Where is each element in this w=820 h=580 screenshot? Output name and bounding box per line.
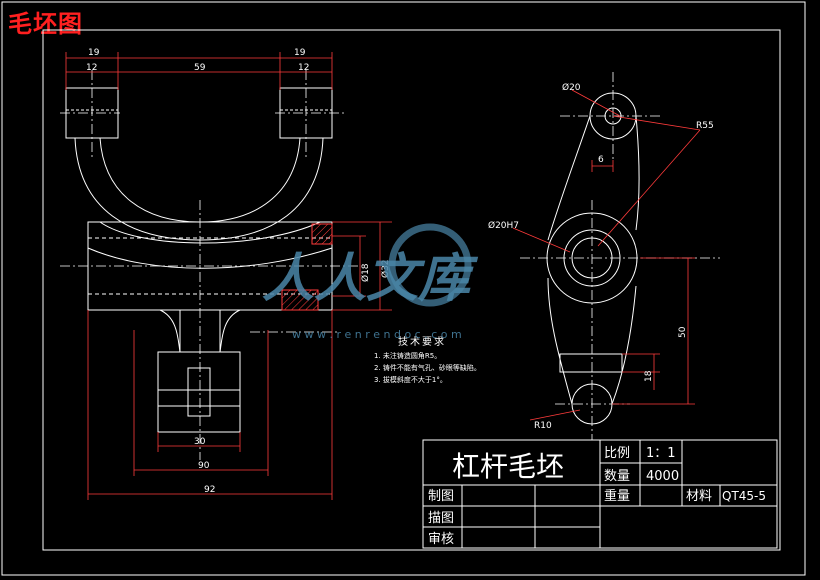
dimensions-side bbox=[512, 89, 701, 421]
sheet-title: 毛坯图 bbox=[8, 10, 83, 38]
dimensions-front bbox=[65, 52, 392, 500]
tech-req-line-1: 1. 未注铸造圆角R5。 bbox=[374, 351, 441, 360]
dim-right-dia-top: Ø20 bbox=[562, 82, 581, 93]
watermark: 人人文库 w w w . r e n r e n d o c . c o m bbox=[262, 223, 479, 341]
checked-label: 审核 bbox=[428, 532, 454, 547]
tech-req-line-3: 3. 拔模斜度不大于1°。 bbox=[374, 375, 447, 384]
dim-right-small: 18 bbox=[644, 370, 654, 382]
dim-dia-inner: Ø18 bbox=[360, 263, 371, 282]
dim-right-vertical: 50 bbox=[678, 326, 688, 338]
weight-label: 重量 bbox=[604, 488, 630, 504]
dim-dia-outer: Ø32 bbox=[380, 259, 391, 278]
dim-top-chain-4: 12 bbox=[298, 63, 309, 73]
material-label: 材料 bbox=[686, 489, 712, 504]
watermark-ring bbox=[388, 223, 472, 307]
title-block bbox=[422, 439, 778, 549]
tech-req-heading: 技术要求 bbox=[398, 335, 446, 348]
tech-req-line-2: 2. 铸件不能有气孔、砂眼等缺陷。 bbox=[374, 363, 481, 372]
dim-right-offset: 6 bbox=[598, 155, 604, 165]
outer-frame bbox=[1, 1, 806, 576]
dim-right-bore: Ø20H7 bbox=[488, 220, 519, 231]
side-view bbox=[546, 92, 640, 425]
dim-right-r-bottom: R10 bbox=[534, 421, 552, 431]
section-hatch-top bbox=[311, 223, 333, 245]
drawn-label: 制图 bbox=[428, 489, 454, 504]
watermark-url: w w w . r e n r e n d o c . c o m bbox=[292, 328, 462, 341]
dim-top-chain-2: 12 bbox=[86, 63, 97, 73]
dim-top-chain-3: 59 bbox=[194, 63, 206, 73]
dim-top-chain-1: 19 bbox=[88, 48, 100, 58]
scale-label: 比例 bbox=[604, 446, 630, 461]
dim-bottom-inner: 90 bbox=[198, 461, 210, 471]
section-hatch-bottom bbox=[281, 289, 319, 311]
dim-bottom-small: 30 bbox=[194, 437, 206, 447]
traced-label: 描图 bbox=[428, 511, 454, 526]
dim-top-chain-5: 19 bbox=[294, 48, 306, 58]
dim-bottom-overall: 92 bbox=[204, 485, 215, 495]
dim-right-r-large: R55 bbox=[696, 121, 714, 131]
watermark-text: 人人文库 bbox=[262, 249, 479, 309]
centerlines-front bbox=[60, 70, 360, 460]
quantity-value: 4000 bbox=[646, 469, 679, 484]
scale-value: 1：1 bbox=[646, 446, 676, 461]
inner-frame bbox=[42, 29, 781, 551]
part-name: 杠杆毛坯 bbox=[452, 450, 564, 483]
quantity-label: 数量 bbox=[604, 469, 630, 484]
material-value: QT45-5 bbox=[722, 489, 766, 503]
